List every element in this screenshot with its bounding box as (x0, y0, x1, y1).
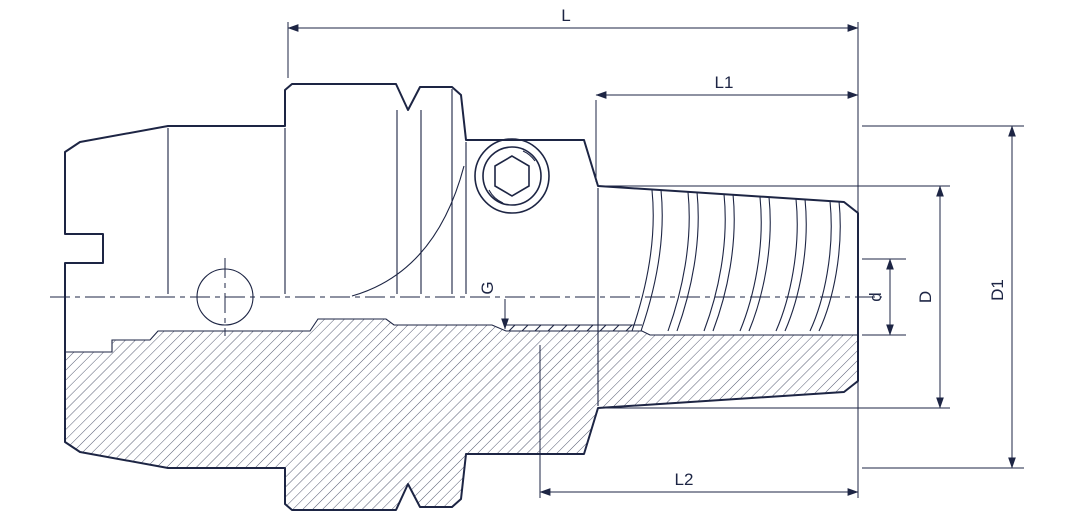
groove-line (775, 198, 798, 332)
groove-line (631, 189, 654, 332)
groove-line (748, 196, 771, 332)
nose-grooves (631, 189, 841, 332)
screw-shade-arc (488, 189, 504, 204)
clamping-screw (474, 138, 550, 214)
dimension-L2: L2 (539, 345, 859, 498)
section-hatch (65, 319, 858, 510)
dimension-label-G: G (478, 281, 497, 294)
edge-lines (167, 89, 599, 406)
hex-socket (494, 155, 530, 197)
shank-side-hole (196, 268, 254, 326)
groove-line (739, 196, 762, 332)
groove-line (676, 191, 699, 332)
screw-shade-arc-2 (522, 150, 536, 162)
groove-line (809, 200, 832, 332)
screw-outer-circle (474, 138, 550, 214)
outline-lower-section (64, 296, 859, 511)
groove-line (703, 193, 726, 332)
bore-profile (65, 318, 858, 353)
groove-line (640, 189, 663, 332)
groove-line (784, 198, 807, 332)
dimension-label-L1: L1 (715, 73, 734, 92)
dimension-G: G (478, 281, 509, 330)
dimension-D1: D1 (862, 125, 1024, 469)
hatched-section-area (65, 319, 858, 510)
dimension-label-L2: L2 (675, 470, 694, 489)
groove-line (712, 193, 735, 332)
groove-line (818, 200, 841, 332)
dimension-L1: L1 (595, 73, 859, 182)
dimension-label-d: d (866, 292, 885, 301)
outline-upper (64, 83, 859, 298)
dimension-D: D (602, 185, 950, 409)
body-fillet-arc (351, 165, 465, 297)
dimension-label-D1: D1 (988, 279, 1007, 301)
dimension-L: L (287, 6, 859, 498)
thread-section (506, 324, 642, 332)
dimension-label-D: D (916, 291, 935, 303)
dimension-label-L: L (561, 6, 570, 25)
tool-holder-body (64, 83, 859, 511)
centerline (50, 258, 882, 336)
screw-ring-circle (482, 146, 542, 206)
dimension-d: d (862, 258, 906, 336)
groove-line (667, 191, 690, 332)
